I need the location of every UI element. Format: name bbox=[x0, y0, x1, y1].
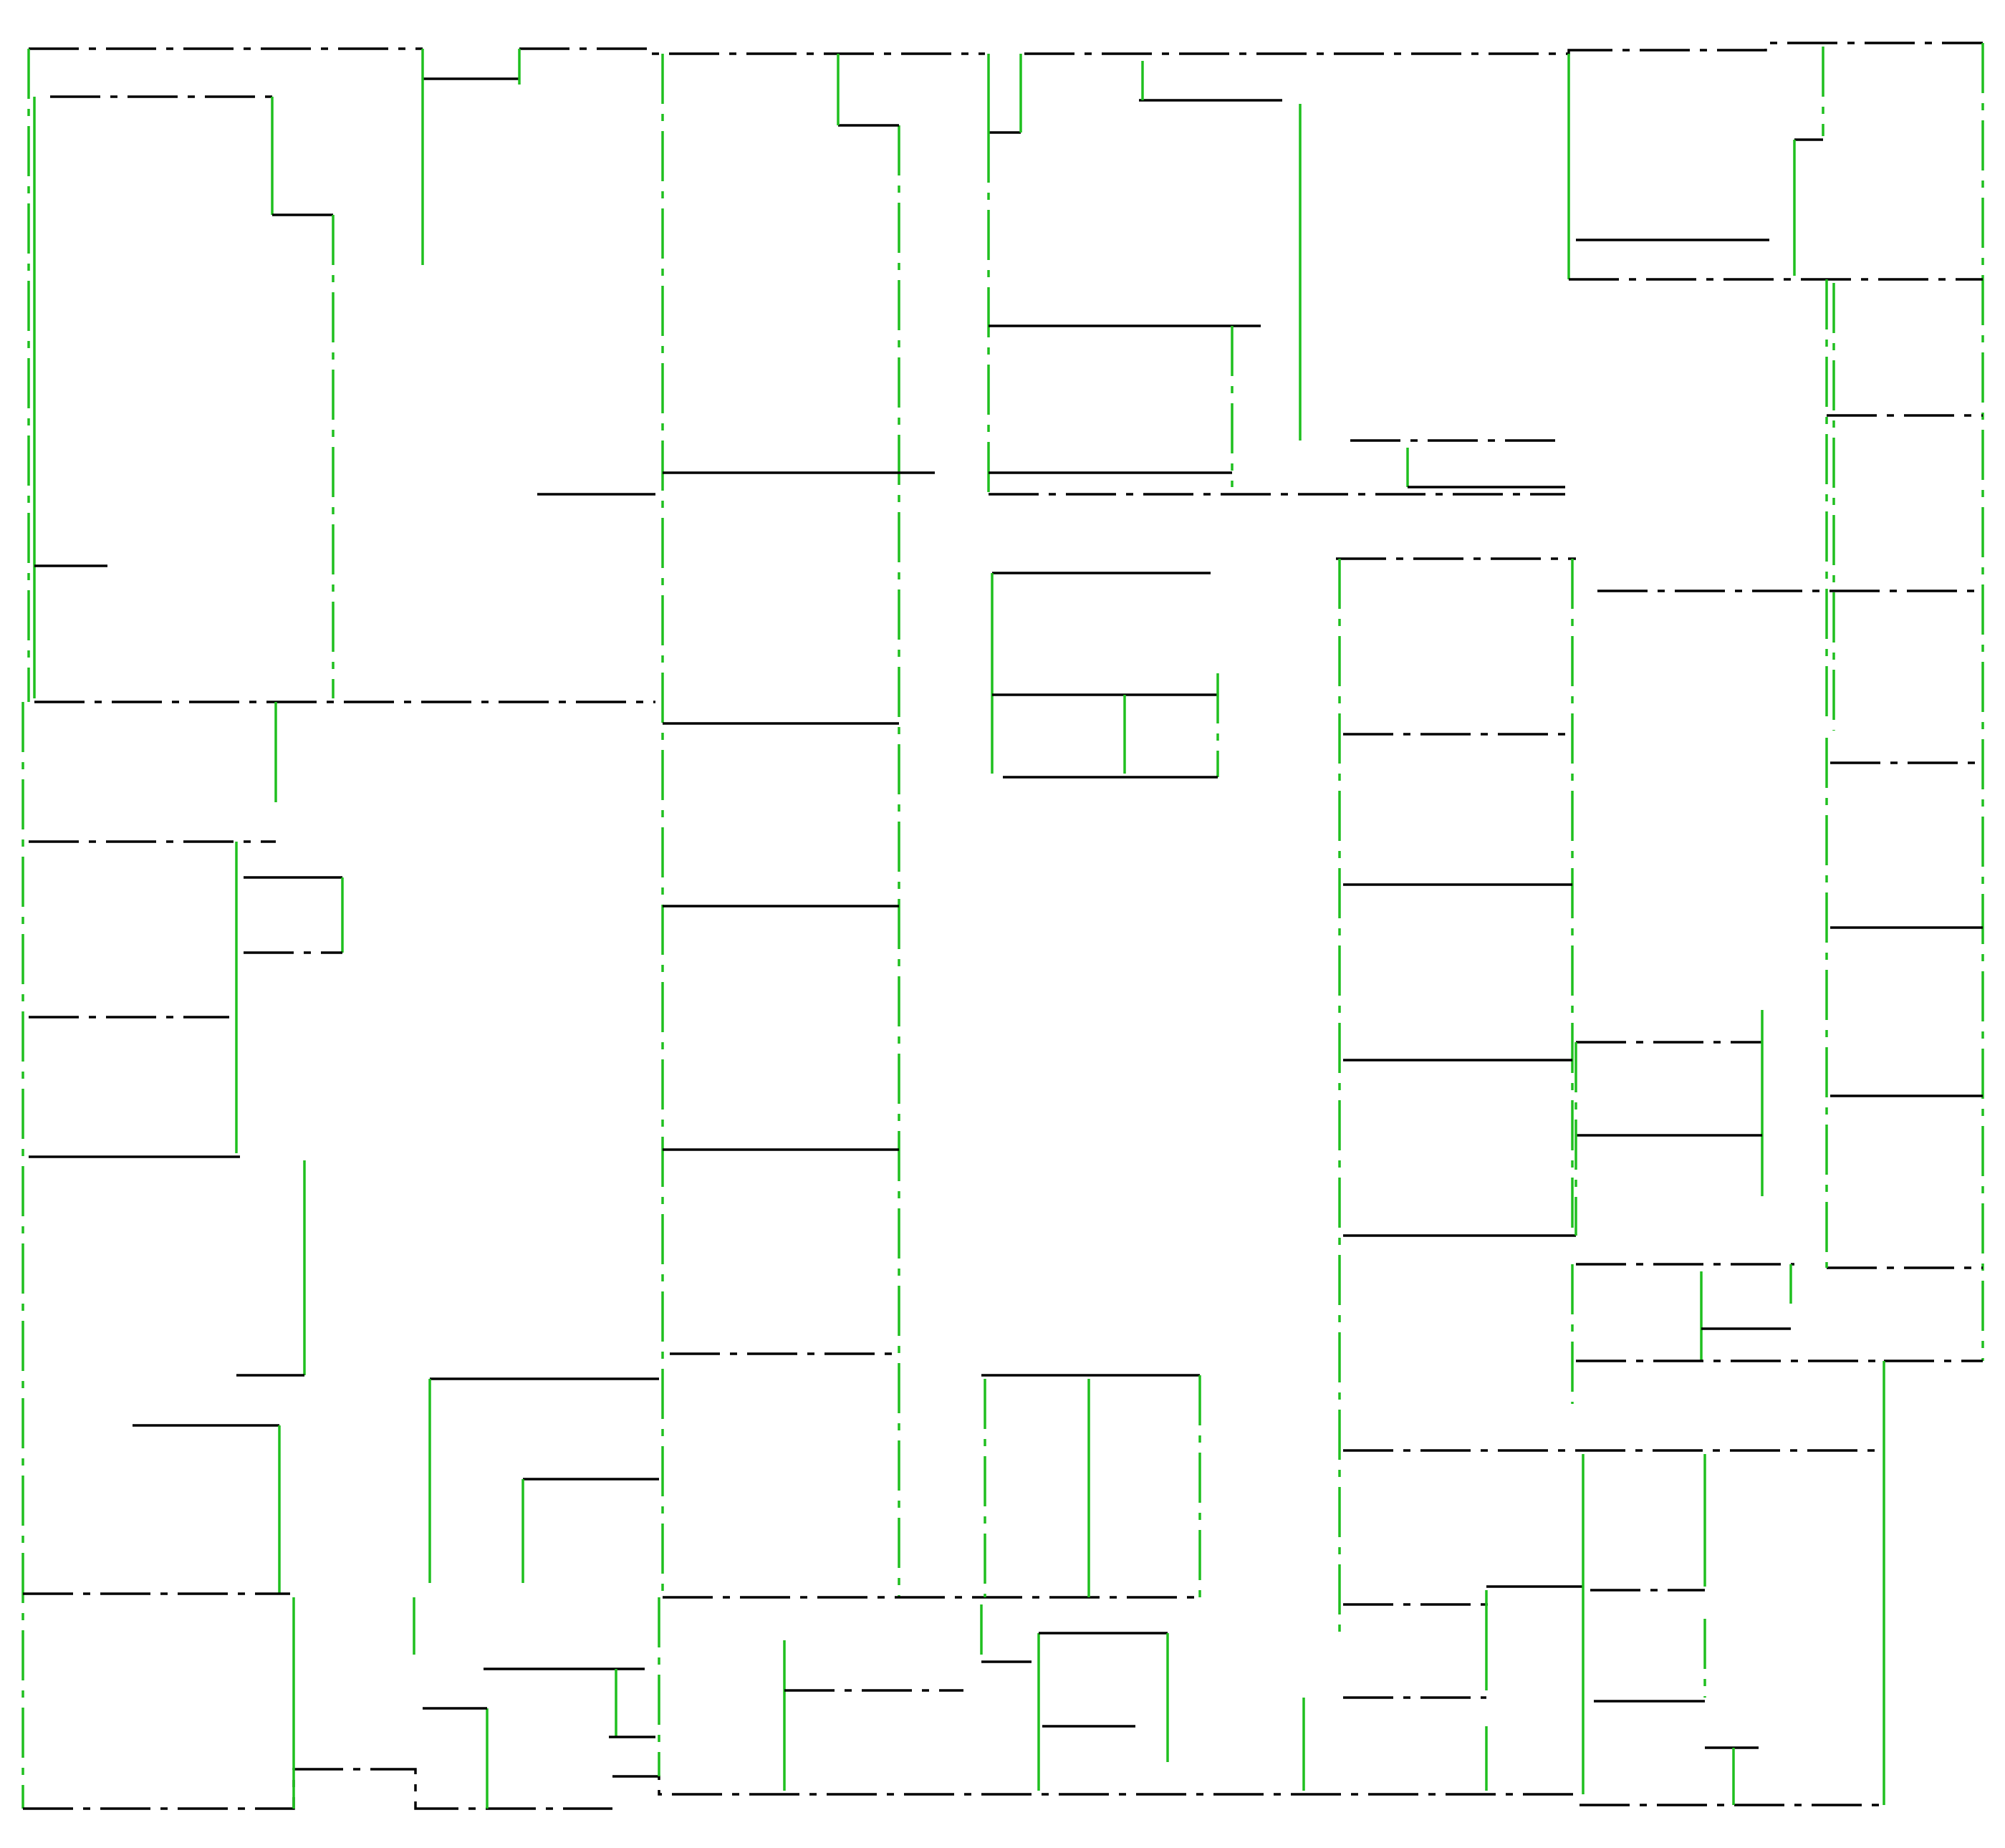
outer-walls bbox=[21, 42, 1984, 1810]
south-east-rooms bbox=[1582, 1454, 1759, 1805]
outer-wall-top-right bbox=[1024, 42, 1983, 55]
outer-wall-bottom-mid bbox=[612, 1775, 1580, 1796]
centre-island bbox=[991, 572, 1219, 779]
room-northwest bbox=[33, 95, 655, 703]
west-corridor bbox=[658, 54, 900, 1776]
northeast-block bbox=[1567, 47, 1983, 723]
east-room-stack bbox=[1302, 557, 1884, 1791]
west-wing-rooms bbox=[23, 702, 344, 1809]
south-west-centre bbox=[413, 1377, 659, 1809]
outer-wall-top-mid bbox=[519, 47, 985, 55]
centre-twin-rooms bbox=[981, 1374, 1201, 1601]
east-wing-rooms bbox=[1597, 283, 1983, 1269]
centre-south-rooms bbox=[783, 1604, 1169, 1791]
east-centre-rooms bbox=[1571, 1010, 1884, 1404]
centre-upper-rooms bbox=[987, 61, 1565, 496]
west-room-stack bbox=[663, 471, 1203, 1599]
outer-wall-bottom-left bbox=[23, 1768, 612, 1810]
